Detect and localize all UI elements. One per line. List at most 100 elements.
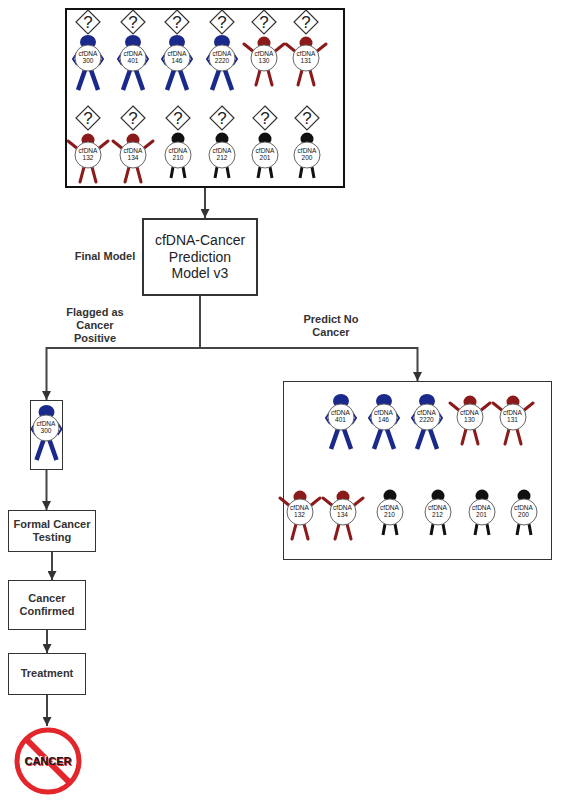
flow-connector [200, 296, 418, 381]
node-label: cfDNA 300 [35, 421, 57, 435]
diamond-outline [210, 106, 234, 130]
no-cancer-icon: CANCER [13, 726, 83, 796]
node-content: cfDNA 200 [293, 141, 321, 169]
process-box: Cancer Confirmed [8, 580, 86, 630]
cfdna-sample-circle: cfDNA 132 [286, 498, 314, 526]
flow-connector [204, 188, 206, 218]
node-label: Treatment [21, 667, 74, 680]
circle-outline [330, 499, 356, 525]
node-content: cfDNA 401 [327, 403, 355, 431]
node-label: cfDNA 200 [513, 505, 535, 519]
person-figure [286, 37, 326, 86]
node-label: cfDNA 210 [379, 505, 401, 519]
cfdna-sample-circle: cfDNA 200 [293, 141, 321, 169]
input-group-box: ? cfDNA 300? cfDNA 401? cfDNA 146? cfDNA 222… [65, 8, 345, 188]
person-figure [162, 35, 192, 90]
node-content: ? [251, 9, 277, 35]
node-label: cfDNA 131 [502, 410, 524, 424]
cfdna-sample-circle: cfDNA 212 [208, 141, 236, 169]
node-label: cfDNA 401 [122, 51, 144, 65]
unknown-status-diamond: ? [209, 105, 235, 131]
node-content: ? [120, 105, 146, 131]
prediction-model-box: cfDNA-Cancer Prediction Model v3 [142, 218, 258, 296]
flow-connector [47, 296, 201, 400]
diamond-outline [121, 106, 145, 130]
node-content: ? [120, 9, 146, 35]
cfdna-sample-circle: cfDNA 134 [119, 141, 147, 169]
person-figure [244, 37, 284, 86]
prohibition-ring [17, 730, 79, 792]
cfdna-sample-circle: cfDNA 300 [74, 44, 102, 72]
annotation-label: Final Model [68, 250, 142, 263]
node-content: ? [209, 105, 235, 131]
cfdna-sample-circle: cfDNA 131 [292, 44, 320, 72]
circle-outline [209, 142, 235, 168]
node-label: ? [217, 14, 226, 31]
node-label: cfDNA 212 [211, 148, 233, 162]
diamond-outline [121, 10, 145, 34]
cfdna-sample-circle: cfDNA 146 [370, 403, 398, 431]
node-content: CANCER [13, 726, 83, 796]
node-label: cfDNA 134 [332, 505, 354, 519]
branch-label: Predict No Cancer [298, 313, 364, 339]
circle-outline [469, 499, 495, 525]
process-box: Treatment [8, 653, 86, 695]
person-figure [68, 134, 108, 183]
flow-connector [46, 695, 48, 726]
node-label: cfDNA 2220 [416, 410, 438, 424]
diamond-outline [165, 10, 189, 34]
node-content: cfDNA 201 [251, 141, 279, 169]
unknown-status-diamond: ? [120, 105, 146, 131]
circle-outline [500, 404, 526, 430]
circle-outline [120, 142, 146, 168]
node-label: cfDNA 401 [330, 410, 352, 424]
node-content: ? [293, 9, 319, 35]
circle-outline [209, 45, 235, 71]
cfdna-sample-circle: cfDNA 2220 [413, 403, 441, 431]
node-content: cfDNA 210 [164, 141, 192, 169]
node-label: cfDNA 201 [254, 148, 276, 162]
diamond-outline [210, 10, 234, 34]
node-label: cfDNA 134 [122, 148, 144, 162]
node-content: ? [165, 105, 191, 131]
person-figure [113, 134, 153, 183]
diamond-outline [253, 106, 277, 130]
branch-label: Flagged as Cancer Positive [55, 306, 135, 346]
diamond-outline [76, 10, 100, 34]
node-content: Formal Cancer Testing [9, 511, 95, 551]
circle-outline [251, 45, 277, 71]
node-label: cfDNA 300 [77, 51, 99, 65]
node-content: cfDNA 401 [119, 44, 147, 72]
node-label: ? [128, 110, 137, 127]
node-content: ? [209, 9, 235, 35]
node-label: cfDNA 146 [166, 51, 188, 65]
node-label: ? [172, 14, 181, 31]
circle-outline [294, 142, 320, 168]
node-content: cfDNA 212 [208, 141, 236, 169]
cfdna-sample-circle: cfDNA 210 [376, 498, 404, 526]
node-content: cfDNA 146 [163, 44, 191, 72]
diamond-outline [295, 106, 319, 130]
unknown-status-diamond: ? [165, 105, 191, 131]
cfdna-sample-circle: cfDNA 130 [250, 44, 278, 72]
node-content: cfDNA 130 [456, 403, 484, 431]
person-figure [118, 35, 148, 90]
positive-group-box: cfDNA 300 [30, 400, 63, 470]
person-figure [369, 394, 399, 449]
node-content: cfDNA 2220 [208, 44, 236, 72]
flow-connector [46, 470, 48, 510]
person-figure [493, 396, 533, 445]
process-box: Formal Cancer Testing [8, 510, 96, 552]
node-content: cfDNA 134 [329, 498, 357, 526]
node-label: CANCER [24, 756, 71, 767]
node-content: cfDNA 212 [424, 498, 452, 526]
node-label: ? [259, 14, 268, 31]
person-figure [412, 394, 442, 449]
circle-outline [414, 404, 440, 430]
circle-outline [293, 45, 319, 71]
node-label: ? [173, 110, 182, 127]
node-label: cfDNA 130 [459, 410, 481, 424]
cfdna-sample-circle: cfDNA 201 [468, 498, 496, 526]
cfdna-sample-circle: cfDNA 134 [329, 498, 357, 526]
flow-connector [46, 630, 48, 653]
